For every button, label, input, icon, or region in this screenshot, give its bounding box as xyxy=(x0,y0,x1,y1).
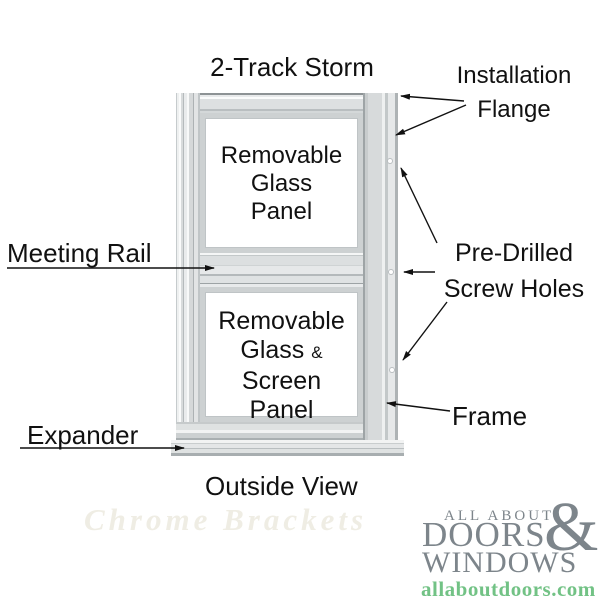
window-frame-bottom xyxy=(176,422,398,440)
upper-panel-label-line3: Panel xyxy=(250,198,313,225)
diagram-title: 2-Track Storm xyxy=(210,52,374,82)
meeting-rail-graphic xyxy=(200,253,363,287)
lower-glass-screen-panel: Removable Glass & Screen Panel xyxy=(200,287,363,424)
frame-label: Frame xyxy=(452,401,528,431)
outside-view-caption: Outside View xyxy=(205,471,358,501)
screw-hole-bottom xyxy=(390,368,394,372)
installation-flange-label: Installation Flange xyxy=(456,62,572,123)
upper-panel-label-line2: Glass xyxy=(250,170,313,197)
lower-panel-label-line3: Panel xyxy=(249,396,314,424)
lower-panel-label-line1: Removable xyxy=(218,307,345,335)
lower-panel-label-line2: Glass & Screen xyxy=(240,336,323,395)
predrilled-arrow-lower xyxy=(402,301,448,361)
predrilled-arrow-upper xyxy=(400,167,438,244)
ampersand-small: & xyxy=(311,343,323,362)
storm-window-graphic: Removable Glass Panel Removable Glass & … xyxy=(176,93,398,440)
upper-panel-label-line1: Removable xyxy=(220,142,343,169)
meeting-rail-label: Meeting Rail xyxy=(7,238,152,268)
logo-website: allaboutdoors.com xyxy=(421,577,596,600)
screw-hole-middle xyxy=(389,270,393,274)
logo-windows: WINDOWS xyxy=(422,546,578,579)
expander-label: Expander xyxy=(27,420,139,450)
predrilled-screw-holes-label: Pre-Drilled Screw Holes xyxy=(443,239,585,303)
company-logo: ALL ABOUT & DOORS WINDOWS allaboutdoors.… xyxy=(420,493,600,600)
expander-graphic xyxy=(171,440,404,456)
window-frame-right-flange xyxy=(363,93,398,440)
watermark-text: Chrome Brackets xyxy=(84,502,368,537)
logo-doors: DOORS xyxy=(422,515,546,554)
window-frame-top xyxy=(176,93,398,113)
window-frame-left-tracks xyxy=(176,93,200,440)
logo-all-about: ALL ABOUT xyxy=(444,508,555,524)
upper-glass-panel: Removable Glass Panel xyxy=(200,113,363,253)
logo-ampersand: & xyxy=(544,489,599,566)
screw-hole-top xyxy=(388,159,392,163)
